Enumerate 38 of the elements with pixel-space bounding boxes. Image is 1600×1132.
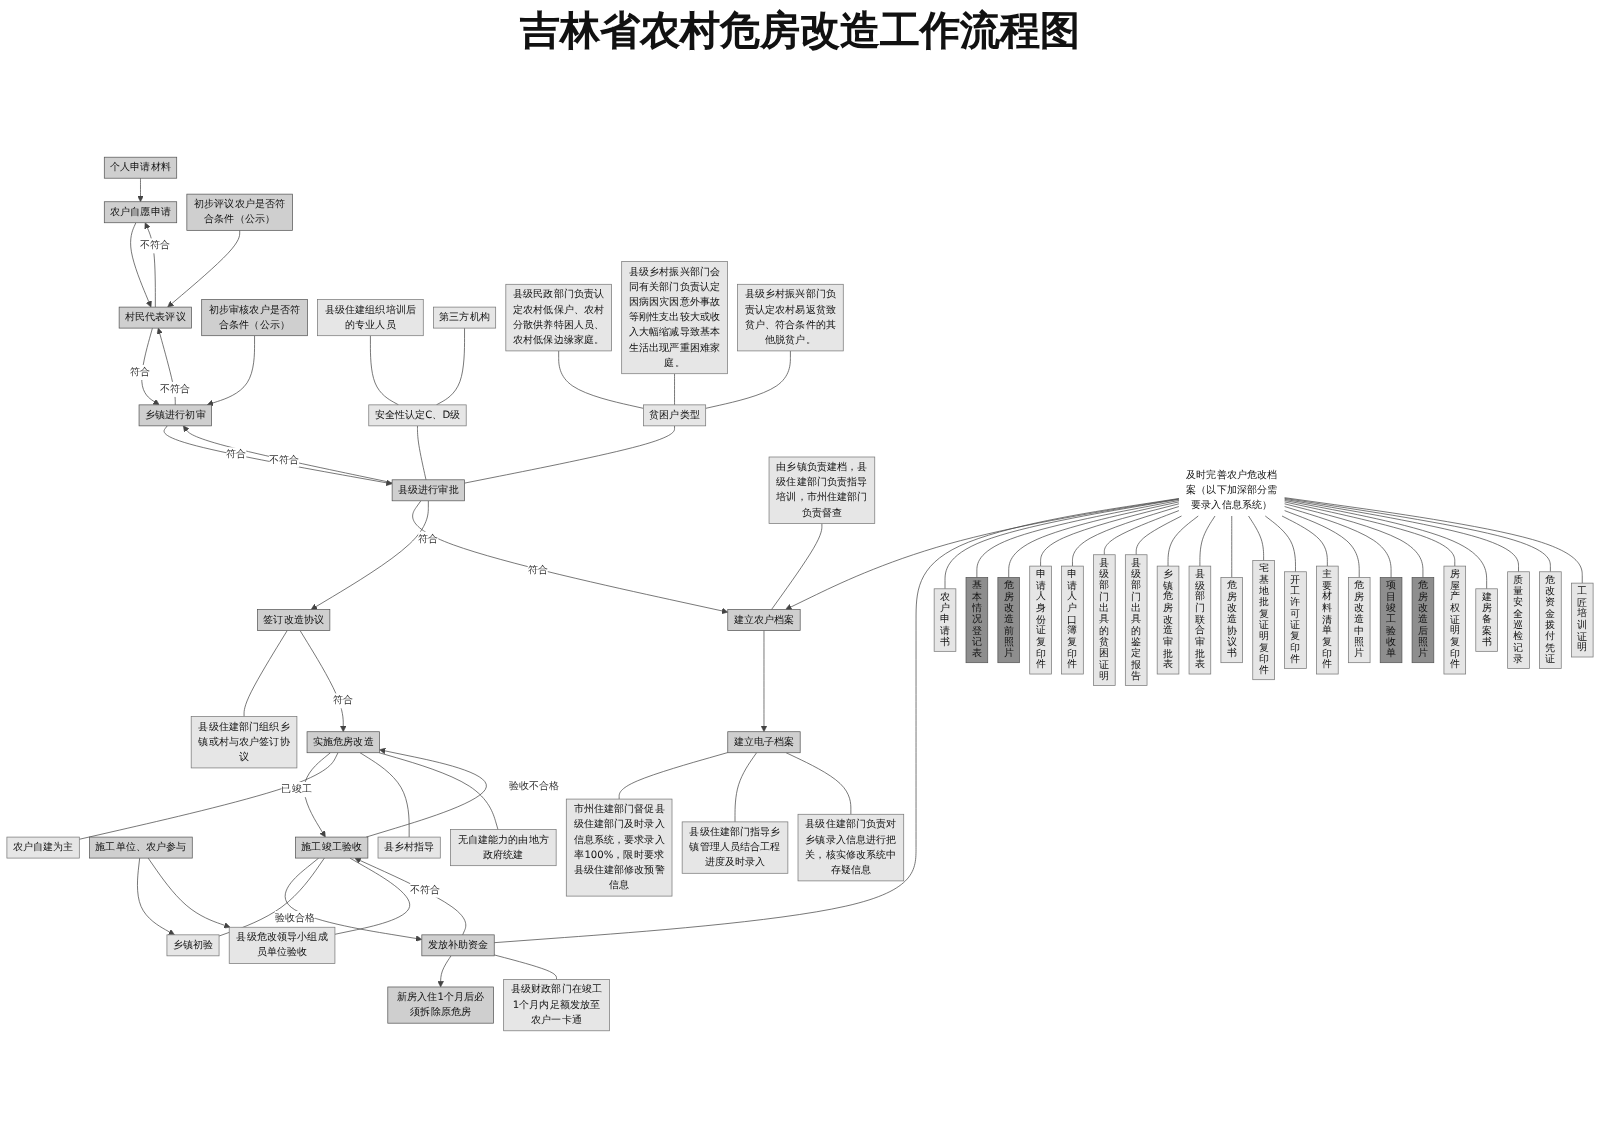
connector bbox=[1040, 503, 1180, 567]
diagram-title: 吉林省农村危房改造工作流程图 bbox=[520, 6, 1080, 54]
connector bbox=[674, 373, 675, 406]
connector bbox=[1248, 515, 1264, 561]
connector bbox=[976, 500, 1180, 578]
connector bbox=[417, 425, 427, 481]
connector bbox=[1264, 515, 1296, 573]
connector bbox=[243, 630, 288, 717]
arrow bbox=[785, 498, 1180, 610]
connector bbox=[464, 425, 675, 484]
connector bbox=[1284, 506, 1392, 578]
connector bbox=[493, 954, 557, 980]
connector bbox=[1231, 515, 1233, 578]
connector bbox=[734, 752, 757, 823]
connector bbox=[1167, 515, 1199, 567]
connector bbox=[1284, 510, 1360, 578]
connector bbox=[1135, 515, 1182, 556]
connector bbox=[218, 857, 325, 937]
connector bbox=[618, 752, 729, 800]
connector bbox=[370, 335, 399, 406]
connector bbox=[1281, 515, 1328, 567]
connector bbox=[1072, 506, 1180, 567]
connector bbox=[785, 752, 852, 815]
connector bbox=[1284, 501, 1456, 567]
connector bbox=[378, 752, 499, 830]
connector bbox=[1103, 510, 1180, 556]
connector bbox=[944, 498, 1180, 590]
connector bbox=[436, 327, 465, 406]
connector bbox=[1199, 515, 1216, 567]
connector bbox=[1008, 501, 1180, 578]
connector bbox=[1284, 500, 1487, 590]
connector bbox=[771, 523, 823, 610]
connector bbox=[334, 857, 410, 935]
connector bbox=[1284, 497, 1583, 584]
connector bbox=[558, 350, 644, 409]
connector bbox=[359, 752, 410, 838]
connector bbox=[705, 350, 791, 409]
connector bbox=[1284, 503, 1424, 578]
